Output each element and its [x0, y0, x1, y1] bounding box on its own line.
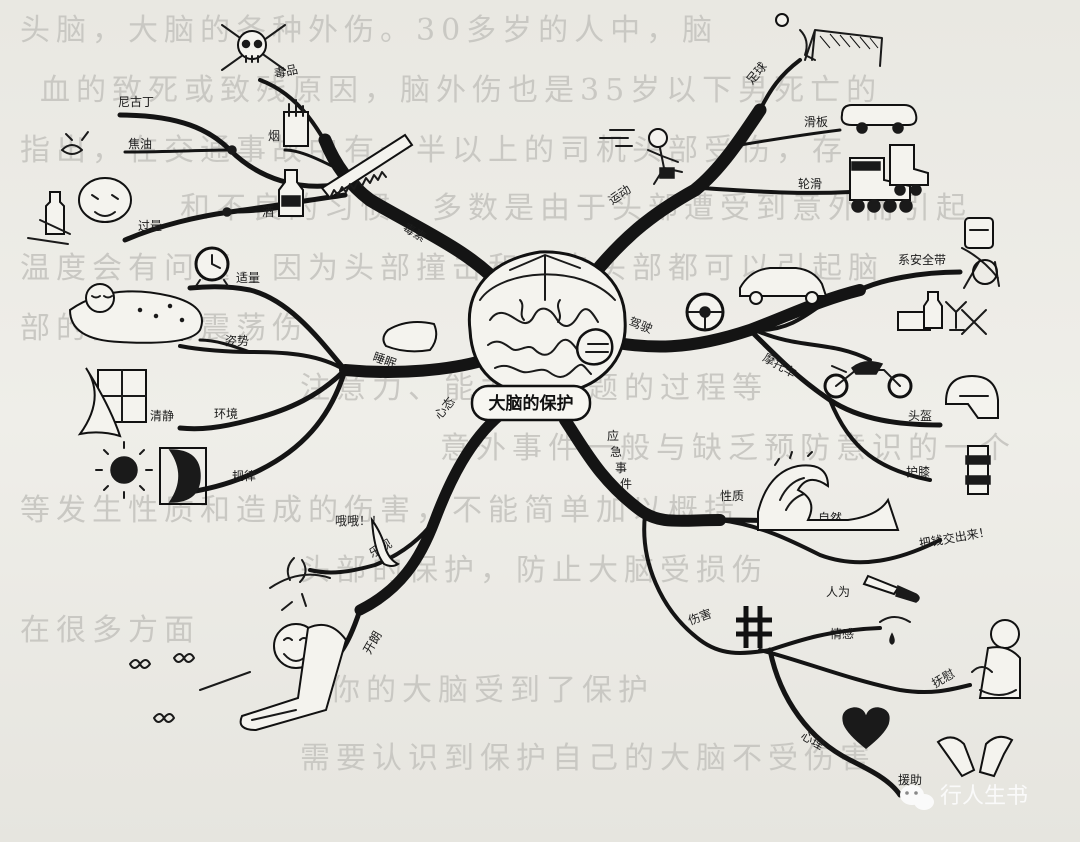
center-label-box: 大脑的保护 — [470, 384, 592, 422]
center-title: 大脑的保护 — [489, 393, 574, 414]
label-emotion: 情感 — [830, 626, 854, 641]
label-emergency-char: 事 — [615, 461, 627, 475]
cigarette-pack-icon — [283, 99, 309, 147]
knife-icon — [862, 574, 920, 603]
label-cheerful: 开朗 — [360, 629, 384, 657]
saw-icon — [320, 133, 414, 200]
label-cigarette: 烟 — [268, 129, 280, 143]
wave-icon — [757, 451, 900, 531]
bottle-icon — [278, 169, 304, 217]
label-helmet: 头盔 — [908, 408, 932, 423]
sleeping-person-icon — [68, 283, 203, 344]
center-brain — [467, 250, 627, 397]
label-overdose: 过量 — [138, 219, 162, 233]
sleep-subbranches — [177, 284, 348, 495]
label-environment: 环境 — [214, 406, 238, 421]
bg-text-line: 温度会有问题，因为头部撞击和猛击头部都可以引起脑 — [20, 251, 884, 286]
fist-icon — [576, 328, 614, 366]
label-aid: 援助 — [898, 773, 922, 787]
bg-text-line: 和不良的习惯。多数是由于头部遭受到意外而引起 — [180, 191, 972, 226]
pillow-icon — [382, 321, 438, 353]
bg-text-line: 头脑，大脑的各种外伤。30多岁的人中，脑 — [20, 13, 718, 48]
branch-emergency-trunk — [559, 414, 726, 527]
label-posture: 姿势 — [225, 334, 249, 348]
label-emergency-char: 急 — [610, 444, 622, 459]
roller-skate-icon — [849, 144, 929, 213]
label-skateboard: 滑板 — [804, 115, 828, 129]
bg-text-line: 你的大脑受到了保护 — [330, 673, 654, 708]
label-emergency-char: 应 — [607, 428, 619, 443]
bird-on-branch-icon — [269, 516, 400, 611]
poison-subbranches — [117, 78, 348, 243]
cheerful-person-icon — [199, 623, 348, 732]
label-rollerskate: 轮滑 — [798, 177, 822, 191]
brain-helmet-icon — [467, 250, 627, 397]
branch-label-emergency: 应 急 事 件 — [607, 428, 632, 491]
branch-sport-trunk — [578, 103, 767, 292]
bg-text-line: 血的致死或致残原因，脑外伤也是35岁以下男死亡的 — [40, 73, 882, 108]
helping-hands-icon — [936, 735, 1014, 778]
running-person-icon — [599, 128, 683, 185]
seatbelt-driver-icon — [961, 217, 1000, 289]
alarm-clock-icon — [194, 246, 230, 287]
butterflies-icon — [129, 653, 195, 723]
crying-eye-icon — [879, 616, 911, 645]
no-drink-driving-icon — [897, 291, 987, 335]
comforting-people-icon — [971, 619, 1021, 699]
window-curtain-icon — [77, 367, 147, 438]
branch-label-drive: 驾驶 — [627, 314, 655, 336]
skateboard-icon — [840, 104, 918, 134]
robbery-bubble: 把钱交出来！ — [918, 524, 992, 551]
label-kneepad: 护膝 — [906, 465, 930, 479]
label-human: 人为 — [826, 585, 850, 599]
label-quiet: 清静 — [150, 409, 174, 423]
watermark: 行人生书 — [900, 784, 1028, 810]
bg-text-line: 在很多方面 — [20, 613, 200, 648]
kneepad-icon — [965, 445, 991, 495]
sun-moon-icon — [95, 441, 207, 505]
branch-sleep-trunk — [339, 354, 491, 378]
label-alcohol: 酒 — [262, 205, 274, 219]
drive-subbranches — [747, 269, 963, 482]
skull-crossed-knives-icon — [221, 24, 286, 71]
soccer-goal-icon — [775, 13, 883, 67]
label-regularity: 规律 — [232, 468, 256, 483]
label-nicotine: 尼古丁 — [118, 94, 154, 109]
motorcycle-icon — [823, 361, 913, 399]
wechat-icon — [900, 785, 934, 810]
bg-text-line: 头部的保护，防止大脑受损伤 — [300, 553, 768, 588]
steering-wheel-icon — [685, 292, 725, 332]
label-nature-type: 性质 — [720, 489, 744, 503]
label-harm: 伤害 — [686, 606, 714, 628]
label-moderate: 适量 — [236, 271, 260, 285]
label-emergency-char: 件 — [620, 477, 632, 491]
sport-subbranches — [698, 58, 852, 195]
label-seatbelt: 系安全带 — [898, 252, 946, 267]
bg-text-line: 意外事件一般与缺乏预防意识的一个 — [440, 431, 1016, 466]
watermark-text: 行人生书 — [940, 784, 1028, 809]
bg-text-line: 需要认识到保护自己的大脑不受伤害 — [300, 741, 876, 776]
car-icon — [739, 267, 828, 305]
bandage-icon — [736, 606, 772, 648]
background-text-block: 头脑，大脑的各种外伤。30多岁的人中，脑 血的致死或致残原因，脑外伤也是35岁以… — [20, 13, 1016, 776]
drunk-face-icon — [27, 131, 132, 245]
label-tar: 焦油 — [128, 137, 152, 151]
helmet-icon — [945, 374, 999, 419]
heart-icon — [842, 707, 890, 749]
bg-text-line: 等发生性质和造成的伤害，不能简单加以概括 — [20, 493, 740, 528]
